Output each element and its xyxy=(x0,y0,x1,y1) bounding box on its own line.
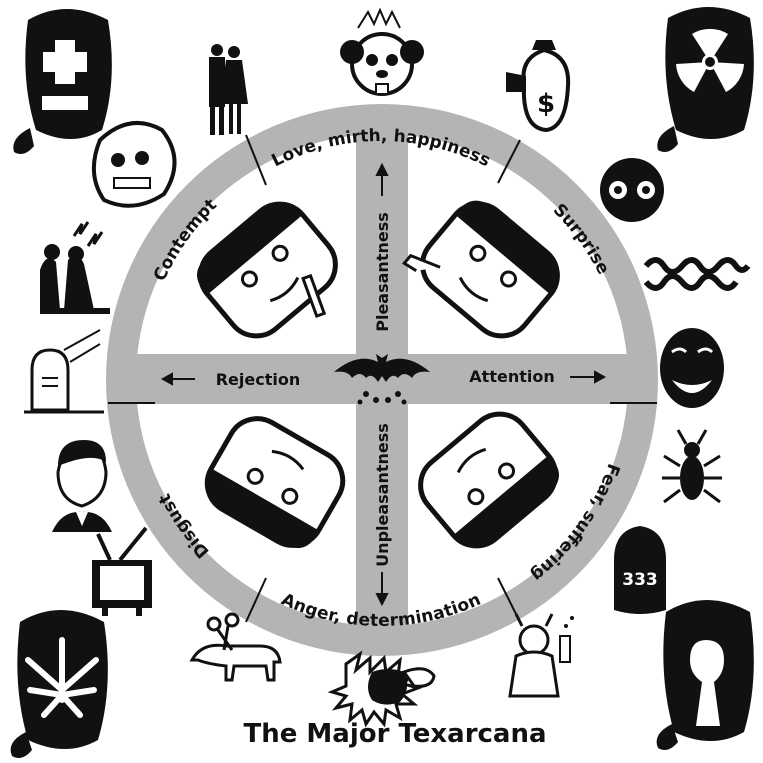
head-cannabis-leaf-icon xyxy=(10,610,108,758)
head-radiation-icon xyxy=(657,7,754,152)
axis-arrows xyxy=(160,162,607,607)
dollar-sign: $ xyxy=(537,89,555,119)
face-lower-right-icon xyxy=(418,411,559,549)
ring-divider xyxy=(245,577,267,623)
ox-with-scissors-icon xyxy=(189,612,282,682)
couple-lightning-icon xyxy=(40,221,110,314)
face-lower-left-icon xyxy=(204,416,346,549)
ring-divider xyxy=(497,139,521,184)
head-medical-cross-icon xyxy=(13,9,112,154)
face-upper-right-icon xyxy=(401,200,560,339)
money-bag-icon: $ xyxy=(506,40,571,133)
head-keyhole-icon xyxy=(656,600,754,750)
axis-label-unpleasantness: Unpleasantness xyxy=(373,423,392,567)
page-title: The Major Texarcana xyxy=(243,719,546,749)
couple-silhouette-icon xyxy=(209,44,248,135)
face-upper-left-icon xyxy=(197,201,338,339)
badge-333-label: 333 xyxy=(622,570,658,590)
insect-icon xyxy=(662,429,722,504)
tombstone-icon xyxy=(24,329,104,414)
bat-emblem-icon xyxy=(334,354,430,405)
ring-divider xyxy=(245,134,267,186)
serpent-icon xyxy=(643,257,751,291)
axis-label-rejection: Rejection xyxy=(216,370,301,389)
axis-label-pleasantness: Pleasantness xyxy=(373,212,392,332)
cartoon-dog-icon xyxy=(340,7,424,96)
badge-333-icon: 333 xyxy=(614,526,666,614)
television-icon xyxy=(92,526,152,616)
grimacing-face-icon xyxy=(91,121,177,208)
clenched-fist-icon xyxy=(327,650,436,728)
scientist-icon xyxy=(508,613,574,698)
dark-creature-face-icon xyxy=(600,158,664,222)
grinning-mask-icon xyxy=(660,328,724,408)
axis-label-attention: Attention xyxy=(469,367,554,386)
portrait-man-icon xyxy=(52,440,112,532)
